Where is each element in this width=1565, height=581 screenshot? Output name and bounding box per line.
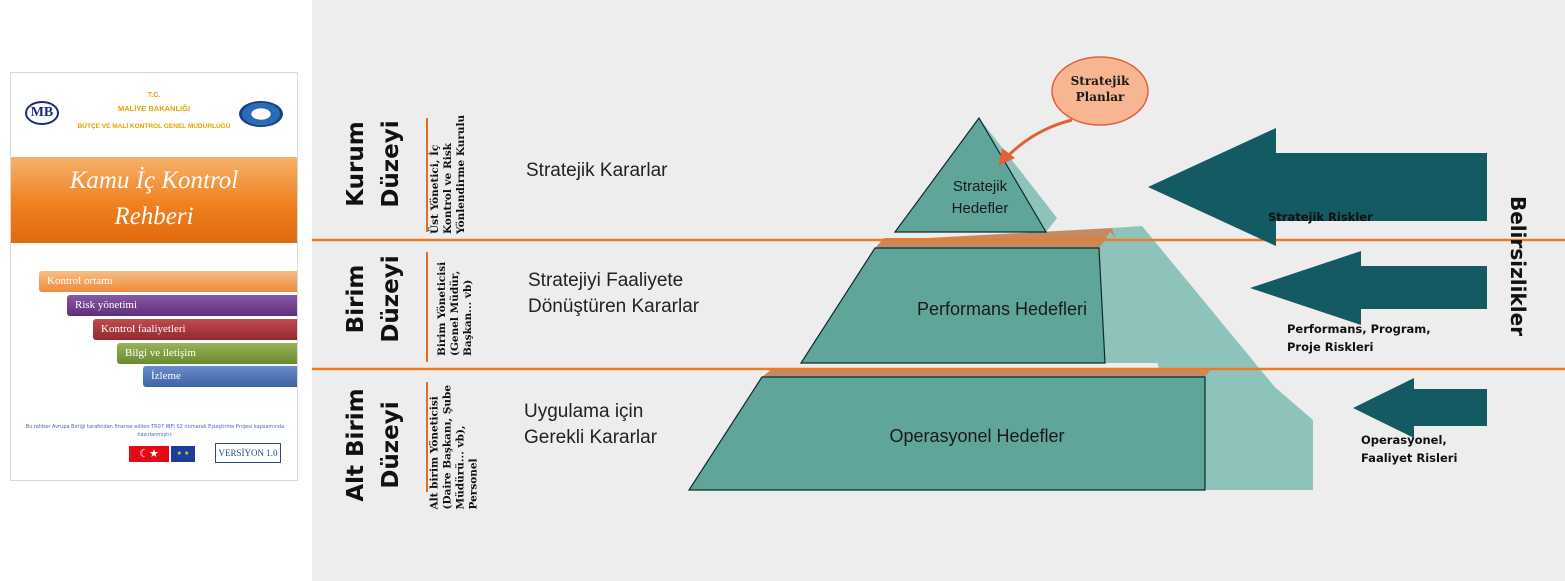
pyramid-side-top bbox=[979, 118, 1057, 232]
step-control-environment: Kontrol ortamı bbox=[39, 271, 297, 292]
pyramid-top-label-line1: Stratejik bbox=[952, 178, 1008, 195]
decision-unit-line1: Stratejiyi Faaliyete bbox=[528, 270, 684, 291]
pyramid-front-middle bbox=[801, 248, 1105, 363]
ministry-logo: MB bbox=[25, 101, 59, 125]
cover-header-line2: MALİYE BAKANLIĞI bbox=[117, 104, 191, 113]
turkey-flag-icon: ☾★ bbox=[129, 446, 169, 462]
uncertainties-label: Belirsizlikler bbox=[1506, 196, 1530, 337]
risk-label-operational: Operasyonel, Faaliyet Risleri bbox=[1361, 431, 1457, 467]
level-holder-subunit: Alt birim Yöneticisi (Daire Başkanı, Şub… bbox=[428, 384, 480, 510]
cover-title-line2: Rehberi bbox=[114, 203, 194, 230]
decision-institution-line1: Stratejik Kararlar bbox=[526, 160, 668, 181]
version-badge: VERSİYON 1.0 bbox=[215, 443, 281, 463]
strategic-plans-callout bbox=[1051, 56, 1149, 126]
pyramid-side-bottom-face bbox=[1205, 345, 1313, 490]
callout-label-line2: Planlar bbox=[1075, 90, 1125, 104]
guide-cover: MB T.C. MALİYE BAKANLIĞI BÜTÇE VE MALİ K… bbox=[10, 72, 298, 481]
cover-header: MB T.C. MALİYE BAKANLIĞI BÜTÇE VE MALİ K… bbox=[11, 73, 297, 157]
pyramid-top-label-line2: Hedefler bbox=[951, 200, 1009, 217]
callout-label-line1: Stratejik bbox=[1070, 74, 1130, 88]
control-hierarchy-diagram: Kurum Düzeyi Birim Düzeyi Alt Birim Düze… bbox=[312, 0, 1565, 581]
level-name-subunit-1: Alt Birim bbox=[343, 388, 369, 502]
step-monitoring: İzleme bbox=[143, 366, 297, 387]
risk-label-strategic: Stratejik Riskler bbox=[1268, 208, 1373, 226]
cover-footer-note: Bu rehber Avrupa Birliği tarafından fina… bbox=[25, 424, 285, 438]
cover-title-band: Kamu İç Kontrol Rehberi bbox=[11, 157, 297, 243]
decision-institution: Stratejik Kararlar bbox=[526, 158, 668, 184]
risk-label-operational-line1: Operasyonel, bbox=[1361, 433, 1447, 447]
level-name-institution-1: Kurum bbox=[343, 121, 369, 207]
directorate-logo bbox=[239, 101, 283, 127]
pyramid-front-bottom bbox=[689, 377, 1205, 490]
decision-unit: Stratejiyi Faaliyete Dönüştüren Kararlar bbox=[528, 268, 699, 320]
pyramid-side-middle bbox=[1099, 232, 1212, 363]
level-name-unit-1: Birim bbox=[343, 264, 369, 334]
step-control-activities: Kontrol faaliyetleri bbox=[93, 319, 297, 340]
pyramid-bottom-label: Operasyonel Hedefler bbox=[889, 426, 1065, 446]
callout-label: Stratejik Planlar bbox=[1060, 73, 1140, 105]
pyramid-middle-label: Performans Hedefleri bbox=[916, 299, 1088, 319]
strategic-risk-arrow-icon bbox=[1148, 128, 1487, 246]
cover-header-line1: T.C. bbox=[147, 92, 161, 99]
pyramid-graphic bbox=[312, 56, 1565, 492]
decision-unit-line2: Dönüştüren Kararlar bbox=[528, 296, 700, 317]
risk-label-strategic-line1: Stratejik Riskler bbox=[1268, 210, 1373, 224]
level-name-unit-2: Düzeyi bbox=[378, 255, 404, 343]
pyramid-front-top bbox=[895, 118, 1046, 232]
level-holder-institution: Üst Yönetici, İç Kontrol ve Risk Yönlend… bbox=[429, 114, 467, 234]
decision-subunit-line2: Gerekli Kararlar bbox=[524, 427, 658, 448]
eu-flag-icon: ★ ★ bbox=[171, 446, 195, 462]
pyramid-top-label: Stratejik Hedefler bbox=[940, 176, 1020, 220]
operational-risk-arrow-icon bbox=[1353, 378, 1487, 438]
cover-title-line1: Kamu İç Kontrol bbox=[69, 167, 239, 194]
decision-subunit: Uygulama için Gerekli Kararlar bbox=[524, 399, 657, 451]
level-holder-unit: Birim Yöneticisi (Genel Müdür, Başkan...… bbox=[436, 261, 474, 356]
decision-subunit-line1: Uygulama için bbox=[524, 401, 644, 422]
risk-label-performance: Performans, Program, Proje Riskleri bbox=[1287, 320, 1431, 356]
cover-header-line3: BÜTÇE VE MALİ KONTROL GENEL MÜDÜRLÜĞÜ bbox=[77, 123, 231, 130]
level-name-institution-2: Düzeyi bbox=[378, 120, 404, 208]
performance-risk-arrow-icon bbox=[1250, 251, 1487, 325]
risk-label-performance-line1: Performans, Program, bbox=[1287, 322, 1431, 336]
pyramid-band-lower bbox=[890, 228, 1140, 240]
risk-label-operational-line2: Faaliyet Risleri bbox=[1361, 451, 1458, 465]
step-information-communication: Bilgi ve iletişim bbox=[117, 343, 297, 364]
step-risk-management: Risk yönetimi bbox=[67, 295, 297, 316]
callout-arrow-head-icon bbox=[998, 148, 1015, 166]
level-name-subunit-2: Düzeyi bbox=[378, 401, 404, 489]
callout-arrow bbox=[1002, 118, 1073, 162]
risk-label-performance-line2: Proje Riskleri bbox=[1287, 340, 1374, 354]
